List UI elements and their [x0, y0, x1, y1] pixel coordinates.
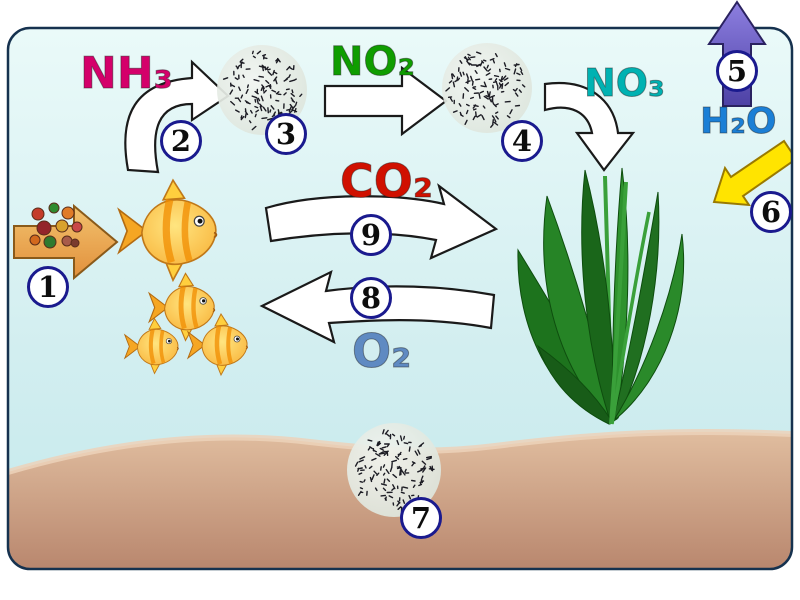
- bacteria-colony-4: [442, 43, 532, 133]
- step-marker-5: 5: [716, 50, 758, 92]
- ammonia-label: NH₃: [80, 48, 174, 99]
- step-marker-2: 2: [160, 120, 202, 162]
- step-marker-7: 7: [400, 497, 442, 539]
- oxygen-label: O₂: [351, 324, 412, 378]
- aquatic-plant: [517, 167, 685, 425]
- nitrate-arrow: [543, 81, 636, 172]
- step-marker-8: 8: [350, 277, 392, 319]
- light-arrow: [712, 139, 792, 207]
- step-marker-9: 9: [350, 214, 392, 256]
- step-marker-1: 1: [27, 266, 69, 308]
- nitrite-label: NO₂: [330, 39, 416, 85]
- water-label: H₂O: [700, 101, 777, 142]
- panel-border: [6, 26, 794, 571]
- step-marker-6: 6: [750, 191, 792, 233]
- nitrite-arrow: [323, 65, 448, 137]
- bacteria-speckles: [222, 50, 303, 131]
- bacteria-speckles: [354, 429, 435, 513]
- carbon-dioxide-label: CO₂: [339, 154, 434, 208]
- step-marker-4: 4: [501, 120, 543, 162]
- step-marker-3: 3: [265, 113, 307, 155]
- nitrate-label: NO₃: [584, 61, 666, 105]
- ammonia-arrow: [124, 59, 230, 174]
- bacteria-colony-3: [217, 45, 307, 135]
- bacteria-speckles: [445, 51, 526, 128]
- fish-food: [29, 202, 83, 249]
- bacteria-colony-7: [347, 423, 441, 517]
